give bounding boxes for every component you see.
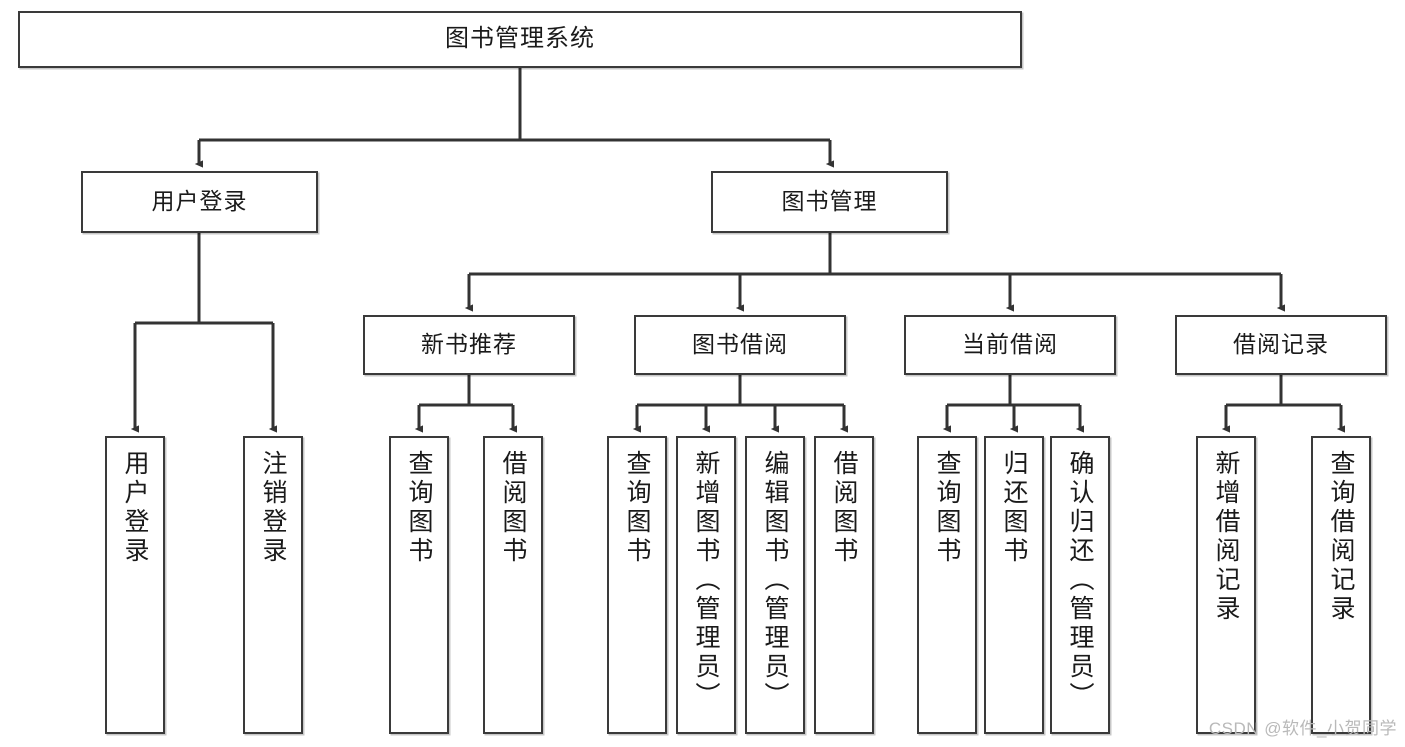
node-new-book-rec[interactable]: 新书推荐 bbox=[363, 315, 575, 375]
leaf-borrow-record-1[interactable]: 查询借阅记录 bbox=[1311, 436, 1371, 734]
node-borrow-record[interactable]: 借阅记录 bbox=[1175, 315, 1387, 375]
node-book-mgmt[interactable]: 图书管理 bbox=[711, 171, 948, 233]
leaf-user-login-1-label: 注销登录 bbox=[259, 450, 287, 566]
node-new-book-rec-label: 新书推荐 bbox=[421, 331, 517, 358]
leaf-current-borrow-2[interactable]: 确认归还（管理员） bbox=[1050, 436, 1110, 734]
node-borrow-record-label: 借阅记录 bbox=[1233, 331, 1329, 358]
leaf-current-borrow-0[interactable]: 查询图书 bbox=[917, 436, 977, 734]
leaf-current-borrow-1[interactable]: 归还图书 bbox=[984, 436, 1044, 734]
leaf-book-borrow-1[interactable]: 新增图书（管理员） bbox=[676, 436, 736, 734]
node-book-mgmt-label: 图书管理 bbox=[781, 188, 878, 215]
watermark-text: CSDN @软件_小贺同学 bbox=[1208, 719, 1397, 738]
leaf-new-book-rec-1[interactable]: 借阅图书 bbox=[483, 436, 543, 734]
leaf-user-login-0[interactable]: 用户登录 bbox=[105, 436, 165, 734]
node-user-login[interactable]: 用户登录 bbox=[81, 171, 318, 233]
leaf-current-borrow-1-label: 归还图书 bbox=[1000, 450, 1028, 566]
leaf-new-book-rec-1-label: 借阅图书 bbox=[499, 450, 527, 566]
node-root[interactable]: 图书管理系统 bbox=[18, 11, 1022, 68]
leaf-current-borrow-0-label: 查询图书 bbox=[933, 450, 961, 566]
leaf-user-login-1[interactable]: 注销登录 bbox=[243, 436, 303, 734]
node-book-borrow-label: 图书借阅 bbox=[692, 331, 788, 358]
leaf-new-book-rec-0-label: 查询图书 bbox=[405, 450, 433, 566]
leaf-book-borrow-2-label: 编辑图书（管理员） bbox=[761, 450, 789, 711]
leaf-book-borrow-3[interactable]: 借阅图书 bbox=[814, 436, 874, 734]
leaf-borrow-record-0-label: 新增借阅记录 bbox=[1212, 450, 1240, 624]
leaf-book-borrow-2[interactable]: 编辑图书（管理员） bbox=[745, 436, 805, 734]
leaf-book-borrow-3-label: 借阅图书 bbox=[830, 450, 858, 566]
leaf-user-login-0-label: 用户登录 bbox=[121, 450, 149, 566]
leaf-borrow-record-1-label: 查询借阅记录 bbox=[1327, 450, 1355, 624]
leaf-book-borrow-0[interactable]: 查询图书 bbox=[607, 436, 667, 734]
node-current-borrow[interactable]: 当前借阅 bbox=[904, 315, 1116, 375]
node-book-borrow[interactable]: 图书借阅 bbox=[634, 315, 846, 375]
node-user-login-label: 用户登录 bbox=[151, 188, 248, 215]
leaf-new-book-rec-0[interactable]: 查询图书 bbox=[389, 436, 449, 734]
node-root-label: 图书管理系统 bbox=[445, 25, 595, 53]
node-current-borrow-label: 当前借阅 bbox=[962, 331, 1058, 358]
leaf-current-borrow-2-label: 确认归还（管理员） bbox=[1066, 450, 1094, 711]
leaf-book-borrow-0-label: 查询图书 bbox=[623, 450, 651, 566]
leaf-borrow-record-0[interactable]: 新增借阅记录 bbox=[1196, 436, 1256, 734]
leaf-book-borrow-1-label: 新增图书（管理员） bbox=[692, 450, 720, 711]
